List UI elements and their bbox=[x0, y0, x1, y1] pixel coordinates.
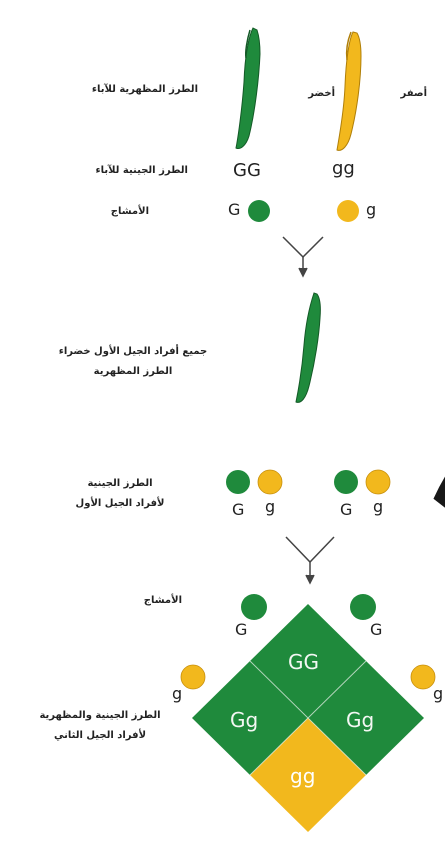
green-parent-name: أخضر bbox=[308, 88, 335, 99]
f2-top-gamete-circle-right bbox=[350, 594, 376, 620]
f1-gamete-letter-4: g bbox=[373, 497, 384, 516]
f2-top-gamete-letter-left: G bbox=[235, 620, 248, 639]
f1-gamete-letter-3: G bbox=[340, 500, 353, 519]
green-parent-genotype: GG bbox=[233, 160, 261, 181]
f1-gamete-circle-g1 bbox=[226, 470, 250, 494]
cell-label-top: GG bbox=[288, 650, 319, 674]
f1-gamete-letter-2: g bbox=[265, 497, 276, 516]
f1-gamete-circle-y1 bbox=[257, 469, 283, 495]
label-gametes-1: الأمشاج bbox=[110, 206, 149, 217]
cross-arrow-2 bbox=[285, 536, 335, 585]
cell-label-left: Gg bbox=[230, 708, 259, 732]
yellow-parent-genotype: gg bbox=[332, 158, 355, 179]
yellow-pea-pod-icon bbox=[336, 31, 362, 151]
yellow-gamete-letter: g bbox=[366, 200, 377, 219]
f2-top-gamete-circle-left bbox=[241, 594, 267, 620]
gamete-circle-green bbox=[248, 200, 270, 222]
cell-label-right: Gg bbox=[346, 708, 375, 732]
label-f1-all-green: جميع أفراد الجيل الأول خضراء bbox=[58, 346, 208, 357]
f2-side-gamete-letter-left: g bbox=[172, 684, 183, 703]
label-f1-genotype-1: الطرز الجينية bbox=[87, 478, 153, 489]
f1-gamete-circle-g2 bbox=[334, 470, 358, 494]
label-f2-2: لأفراد الجيل الثاني bbox=[53, 730, 147, 741]
f1-gamete-letter-1: G bbox=[232, 500, 245, 519]
green-gamete-letter: G bbox=[228, 200, 241, 219]
label-f2-1: الطرز الجينية والمظهرية bbox=[39, 710, 161, 721]
label-parent-phenotype: الطرز المظهرية للآباء bbox=[91, 84, 198, 95]
f2-side-gamete-letter-right: g bbox=[433, 684, 444, 703]
label-gametes-2: الأمشاج bbox=[143, 595, 182, 606]
f1-green-pea-pod-icon bbox=[295, 292, 321, 403]
green-pea-pod-icon bbox=[235, 27, 261, 149]
f2-side-gamete-circle-right bbox=[410, 664, 436, 690]
label-phenotype: الطرز المظهرية bbox=[93, 366, 173, 377]
punnett-diamond bbox=[192, 604, 424, 832]
label-f1-block: جميع أفراد الجيل الأول خضراء الطرز المظه… bbox=[38, 342, 228, 382]
yellow-parent-name: أصفر bbox=[400, 88, 427, 99]
cell-label-bottom: gg bbox=[290, 764, 316, 788]
f2-top-gamete-letter-right: G bbox=[370, 620, 383, 639]
f2-side-gamete-circle-left bbox=[180, 664, 206, 690]
cross-arrow-1 bbox=[282, 236, 324, 278]
f1-gamete-circle-y2 bbox=[365, 469, 391, 495]
label-f2-block: الطرز الجينية والمظهرية لأفراد الجيل الث… bbox=[30, 706, 170, 746]
label-f1-genotype-2: لأفراد الجيل الأول bbox=[75, 498, 165, 509]
label-f1-genotype-block: الطرز الجينية لأفراد الجيل الأول bbox=[60, 474, 180, 514]
label-parent-genotype: الطرز الجينية للآباء bbox=[95, 165, 188, 176]
gamete-circle-yellow bbox=[337, 200, 359, 222]
